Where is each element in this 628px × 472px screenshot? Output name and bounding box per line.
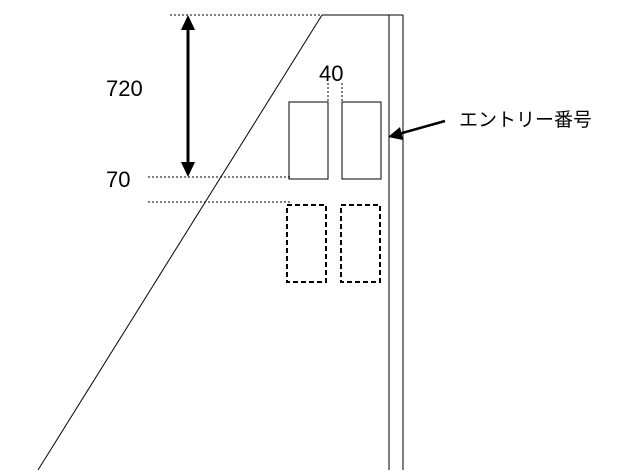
height-dimension-label: 720	[106, 76, 143, 101]
entry-number-label: エントリー番号	[459, 109, 592, 131]
entry-digit-box-lower-left	[286, 204, 327, 283]
entry-digit-box-lower-right	[340, 204, 381, 283]
panel-slanted-edge	[37, 14, 323, 471]
height-dimension-arrow-top	[181, 15, 195, 30]
entry-digit-box-right	[341, 101, 382, 180]
entry-number-pointer-arrow	[388, 127, 403, 140]
entry-digit-box-left	[288, 101, 329, 180]
gap-dimension-label: 40	[319, 61, 343, 86]
entry-number-pointer-line	[394, 119, 446, 137]
height-dimension-arrow-bottom	[181, 162, 195, 177]
bottom-dimension-label: 70	[106, 167, 130, 192]
